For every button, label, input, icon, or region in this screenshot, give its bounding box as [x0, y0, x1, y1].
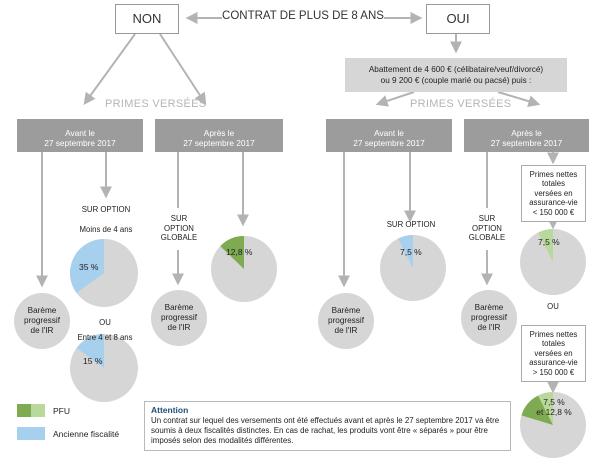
left-sur-option: SUR OPTION — [81, 205, 131, 214]
pie1-slice — [70, 239, 104, 293]
left-entre-4-8: Entre 4 et 8 ans — [77, 333, 133, 342]
cond1-box: Primes nettes totales versées en assuran… — [521, 165, 586, 222]
attention-text: Un contrat sur lequel des versements ont… — [151, 416, 500, 445]
legend-ancienne: Ancienne fiscalité — [53, 429, 120, 439]
left-avant-box: Avant le 27 septembre 2017 — [17, 119, 143, 152]
left-bareme-circle-2: Barème progressif de l'IR — [151, 290, 207, 346]
oui-box: OUI — [426, 4, 490, 34]
left-ou: OU — [99, 318, 111, 327]
pie3-slice — [220, 236, 244, 269]
arrow-abat-left — [375, 91, 415, 107]
abattement-box: Abattement de 4 600 € (célibataire/veuf/… — [345, 58, 567, 92]
primes-versees-left: PRIMES VERSÉES — [105, 98, 207, 110]
legend-swatch-pfu-light — [31, 404, 45, 417]
pie6-label: 7,5 % et 12,8 % — [536, 397, 572, 417]
pie6-slice-a — [538, 392, 553, 425]
cond2-box: Primes nettes totales versées en assuran… — [521, 325, 586, 382]
left-moins-4-ans: Moins de 4 ans — [79, 225, 133, 234]
pie6-slice-b — [521, 395, 553, 425]
left-sur-option-globale: SUR OPTION GLOBALE — [160, 214, 198, 242]
right-ou: OU — [547, 302, 559, 311]
right-sur-option: SUR OPTION — [386, 220, 436, 229]
pie1-label: 35 % — [79, 262, 99, 272]
right-bareme-circle-2: Barème progressif de l'IR — [461, 290, 517, 346]
left-apres-box: Après le 27 septembre 2017 — [155, 119, 283, 152]
contract-title: CONTRAT DE PLUS DE 8 ANS — [222, 10, 384, 22]
right-apres-box: Après le 27 septembre 2017 — [464, 119, 589, 152]
right-bareme-circle: Barème progressif de l'IR — [318, 293, 374, 349]
legend-pfu: PFU — [53, 406, 70, 416]
pie3-label: 12,8 % — [226, 247, 253, 257]
legend-swatch-pfu-dark — [17, 404, 31, 417]
pie5-slice — [538, 229, 553, 262]
primes-versees-right: PRIMES VERSÉES — [410, 98, 512, 110]
pie5-label: 7,5 % — [538, 237, 560, 247]
attention-note: Attention Un contrat sur lequel des vers… — [144, 401, 511, 451]
legend-swatch-ancienne — [17, 427, 45, 440]
attention-title: Attention — [151, 405, 189, 415]
non-box: NON — [115, 4, 179, 34]
pie2-slice — [76, 334, 104, 368]
arrow-non-right — [159, 33, 207, 106]
pie4-slice — [398, 235, 413, 268]
left-bareme-circle: Barème progressif de l'IR — [14, 293, 70, 349]
right-avant-box: Avant le 27 septembre 2017 — [326, 119, 452, 152]
arrow-abat-right — [497, 91, 541, 107]
right-sur-option-globale: SUR OPTION GLOBALE — [468, 214, 506, 242]
pie2-label: 15 % — [83, 356, 103, 366]
arrow-non-left — [83, 33, 136, 105]
pie4-label: 7,5 % — [400, 247, 422, 257]
